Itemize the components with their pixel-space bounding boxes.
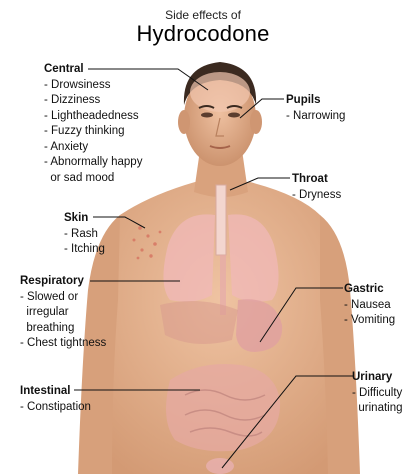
label-skin-item: - Itching — [64, 242, 105, 258]
label-respiratory-heading: Respiratory — [20, 274, 106, 290]
chart-title: Hydrocodone — [0, 21, 406, 47]
label-central: Central - Drowsiness - Dizziness - Light… — [44, 62, 142, 186]
label-respiratory-item: - Slowed or — [20, 290, 106, 306]
label-intestinal-item: - Constipation — [20, 400, 91, 416]
right-ear — [250, 110, 262, 134]
label-central-item: - Anxiety — [44, 140, 142, 156]
label-skin: Skin - Rash - Itching — [64, 211, 105, 258]
label-urinary-item: urinating — [352, 401, 403, 417]
label-gastric-heading: Gastric — [344, 282, 395, 298]
trachea — [216, 185, 226, 255]
label-pupils: Pupils - Narrowing — [286, 93, 345, 124]
label-respiratory-item: breathing — [20, 321, 106, 337]
label-pupils-heading: Pupils — [286, 93, 345, 109]
label-gastric: Gastric - Nausea - Vomiting — [344, 282, 395, 329]
bladder — [206, 458, 234, 474]
label-urinary: Urinary - Difficulty urinating — [352, 370, 403, 417]
label-central-item: - Dizziness — [44, 93, 142, 109]
label-central-item: - Drowsiness — [44, 78, 142, 94]
label-gastric-item: - Nausea — [344, 298, 395, 314]
label-urinary-heading: Urinary — [352, 370, 403, 386]
label-gastric-item: - Vomiting — [344, 313, 395, 329]
chart-subtitle: Side effects of — [0, 8, 406, 22]
label-central-item: - Lightheadedness — [44, 109, 142, 125]
label-throat-item: - Dryness — [292, 188, 341, 204]
left-ear — [178, 110, 190, 134]
label-respiratory-item: irregular — [20, 305, 106, 321]
label-urinary-item: - Difficulty — [352, 386, 403, 402]
liver — [160, 301, 238, 344]
label-intestinal: Intestinal - Constipation — [20, 384, 91, 415]
label-central-item: or sad mood — [44, 171, 142, 187]
label-respiratory: Respiratory - Slowed or irregular breath… — [20, 274, 106, 352]
intestines — [166, 364, 280, 451]
label-throat: Throat - Dryness — [292, 172, 341, 203]
brain-overlay — [190, 72, 250, 112]
label-respiratory-item: - Chest tightness — [20, 336, 106, 352]
label-intestinal-heading: Intestinal — [20, 384, 91, 400]
label-skin-item: - Rash — [64, 227, 105, 243]
label-central-item: - Fuzzy thinking — [44, 124, 142, 140]
label-throat-heading: Throat — [292, 172, 341, 188]
label-central-item: - Abnormally happy — [44, 155, 142, 171]
label-skin-heading: Skin — [64, 211, 105, 227]
label-central-heading: Central — [44, 62, 142, 78]
label-pupils-item: - Narrowing — [286, 109, 345, 125]
